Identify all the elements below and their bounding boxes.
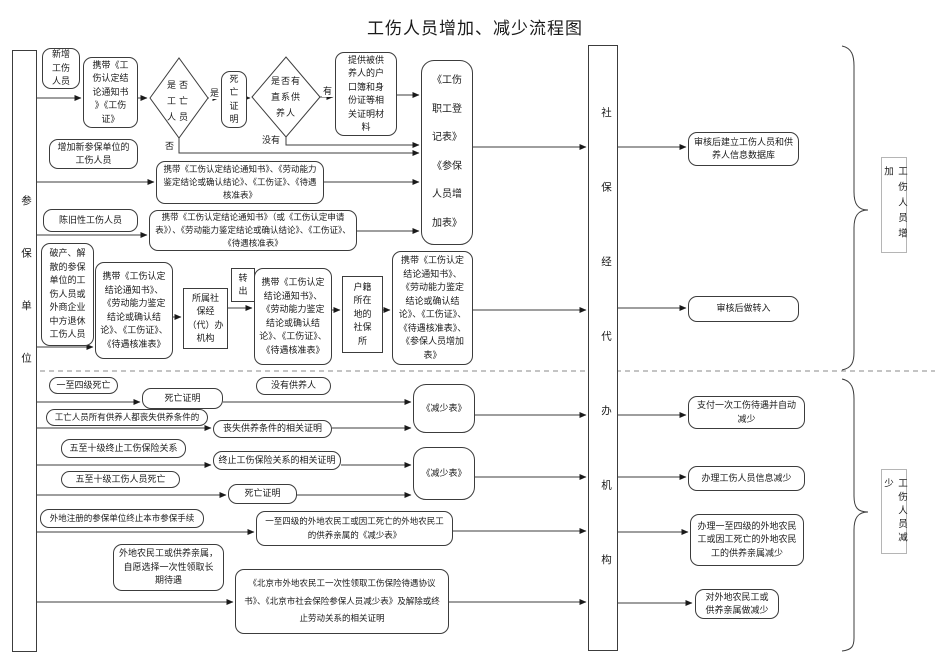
node-reduce-form-1: 《减少表》 <box>413 384 475 433</box>
node-old-injury: 陈旧性工伤人员 <box>43 209 138 232</box>
node-origin-agency: 所属社 保经 （代）办 机构 <box>183 288 228 349</box>
node-nonlocal-unit: 外地注册的参保单位终止本市参保手续 <box>40 509 204 528</box>
node-new-injured-worker: 新增 工伤 人员 <box>42 48 80 89</box>
lane-insured-unit <box>12 50 37 652</box>
node-result-database: 审核后建立工伤人员和供 养人信息数据库 <box>688 132 799 166</box>
node-residence-docs: 携带《工伤认定 结论通知书》、 《劳动能力鉴定 结论或确认结 论》、《工伤证》、… <box>392 251 473 365</box>
node-bankrupt-unit: 破产、解 散的参保 单位的工 伤人员或 外商企业 中方退休 工伤人员 <box>41 243 94 346</box>
node-old-injury-docs: 携带《工伤认定结论通知书》（或《工伤认定申请 表》）、《劳动能力鉴定结论或确认结… <box>149 210 357 251</box>
decrease-brace-label: 工伤人员减少 <box>882 478 906 546</box>
node-residence-office: 户籍 所在 地的 社保 所 <box>342 276 383 353</box>
node-bankrupt-docs: 携带《工伤认定 结论通知书》、 《劳动能力鉴定 结论或确认结 论》、《工伤证》、… <box>95 262 173 359</box>
node-grade510-death: 五至十级工伤人员死亡 <box>61 471 180 488</box>
node-no-dependents: 没有供养人 <box>256 377 331 395</box>
lane-agency <box>588 45 618 651</box>
node-register-forms: 《工伤 职工登 记表》 《参保 人员增 加表》 <box>421 60 473 245</box>
node-result-transfer-in: 审核后做转入 <box>688 296 799 322</box>
lane-agency-label: 社保经代办机构 <box>600 107 611 629</box>
decision-work-death-label: 是否 工亡 人员 <box>166 80 191 122</box>
decision-work-death-diamond <box>149 57 209 139</box>
decrease-brace-tag: 工伤人员减少 <box>881 469 907 554</box>
edge-label-no: 否 <box>164 139 176 152</box>
node-new-injured-docs: 携带《工 伤认定结 论通知书 》《工伤 证》 <box>83 57 138 128</box>
decision-dependents-label: 是否有 直系供 养人 <box>270 76 301 118</box>
increase-brace-tag: 工伤人员增加 <box>881 157 907 253</box>
node-migrant-docs: 《北京市外地农民工一次性领取工伤保险待遇协议 书》、《北京市社会保险参保人员减少… <box>235 569 449 634</box>
node-migrant-choice: 外地农民工或供养亲属， 自愿选择一次性领取长 期待遇 <box>113 544 224 591</box>
node-dependent-docs: 提供被供 养人的户 口簿和身 份证等相 关证明材 料 <box>335 52 397 136</box>
node-terminate-proof: 终止工伤保险关系的相关证明 <box>213 451 341 470</box>
node-result-info-reduce: 办理工伤人员信息减少 <box>688 466 805 491</box>
node-death-cert-1: 死亡证明 <box>142 388 223 409</box>
edge-label-none: 没有 <box>261 133 282 146</box>
node-grade14-death: 一至四级死亡 <box>49 377 118 394</box>
decision-dependents-diamond <box>251 56 321 138</box>
node-nonlocal-reduce-form: 一至四级的外地农民工或因工死亡的外地农民工 的供养亲属的《减少表》 <box>256 511 453 546</box>
node-result-migrant-reduce: 办理一至四级的外地农民 工或因工死亡的外地农民 工的供养亲属减少 <box>690 514 804 566</box>
node-death-certificate: 死 亡 证 明 <box>221 71 247 128</box>
node-transfer-docs: 携带《工伤认定 结论通知书》、 《劳动能力鉴定 结论或确认结 论》、《工伤证》、… <box>254 268 332 365</box>
node-lost-proof: 丧失供养条件的相关证明 <box>213 420 332 438</box>
edge-label-has: 有 <box>322 84 334 97</box>
node-new-unit-docs: 携带《工伤认定结论通知书》、《劳动能力 鉴定结论或确认结论》、《工伤证》、《待遇… <box>156 161 324 204</box>
decrease-brace <box>841 378 869 652</box>
node-grade510-terminate: 五至十级终止工伤保险关系 <box>61 439 186 458</box>
increase-brace <box>841 45 869 371</box>
lane-insured-unit-label: 参保单位 <box>20 195 31 405</box>
node-death-cert-2: 死亡证明 <box>228 484 297 504</box>
edge-label-yes: 是 <box>209 86 221 99</box>
node-result-migrant-family: 对外地农民工或 供养亲属做减少 <box>695 589 779 619</box>
page-title: 工伤人员增加、减少流程图 <box>367 19 583 38</box>
node-transfer-out: 转 出 <box>231 268 255 302</box>
node-result-pay-once: 支付一次工伤待遇并自动 减少 <box>688 396 805 429</box>
node-dependents-lost: 工亡人员所有供养人都丧失供养条件的 <box>46 409 208 426</box>
increase-brace-label: 工伤人员增加 <box>882 166 906 244</box>
node-reduce-form-2: 《减少表》 <box>413 447 475 500</box>
node-new-unit: 增加新参保单位的 工伤人员 <box>49 139 138 169</box>
